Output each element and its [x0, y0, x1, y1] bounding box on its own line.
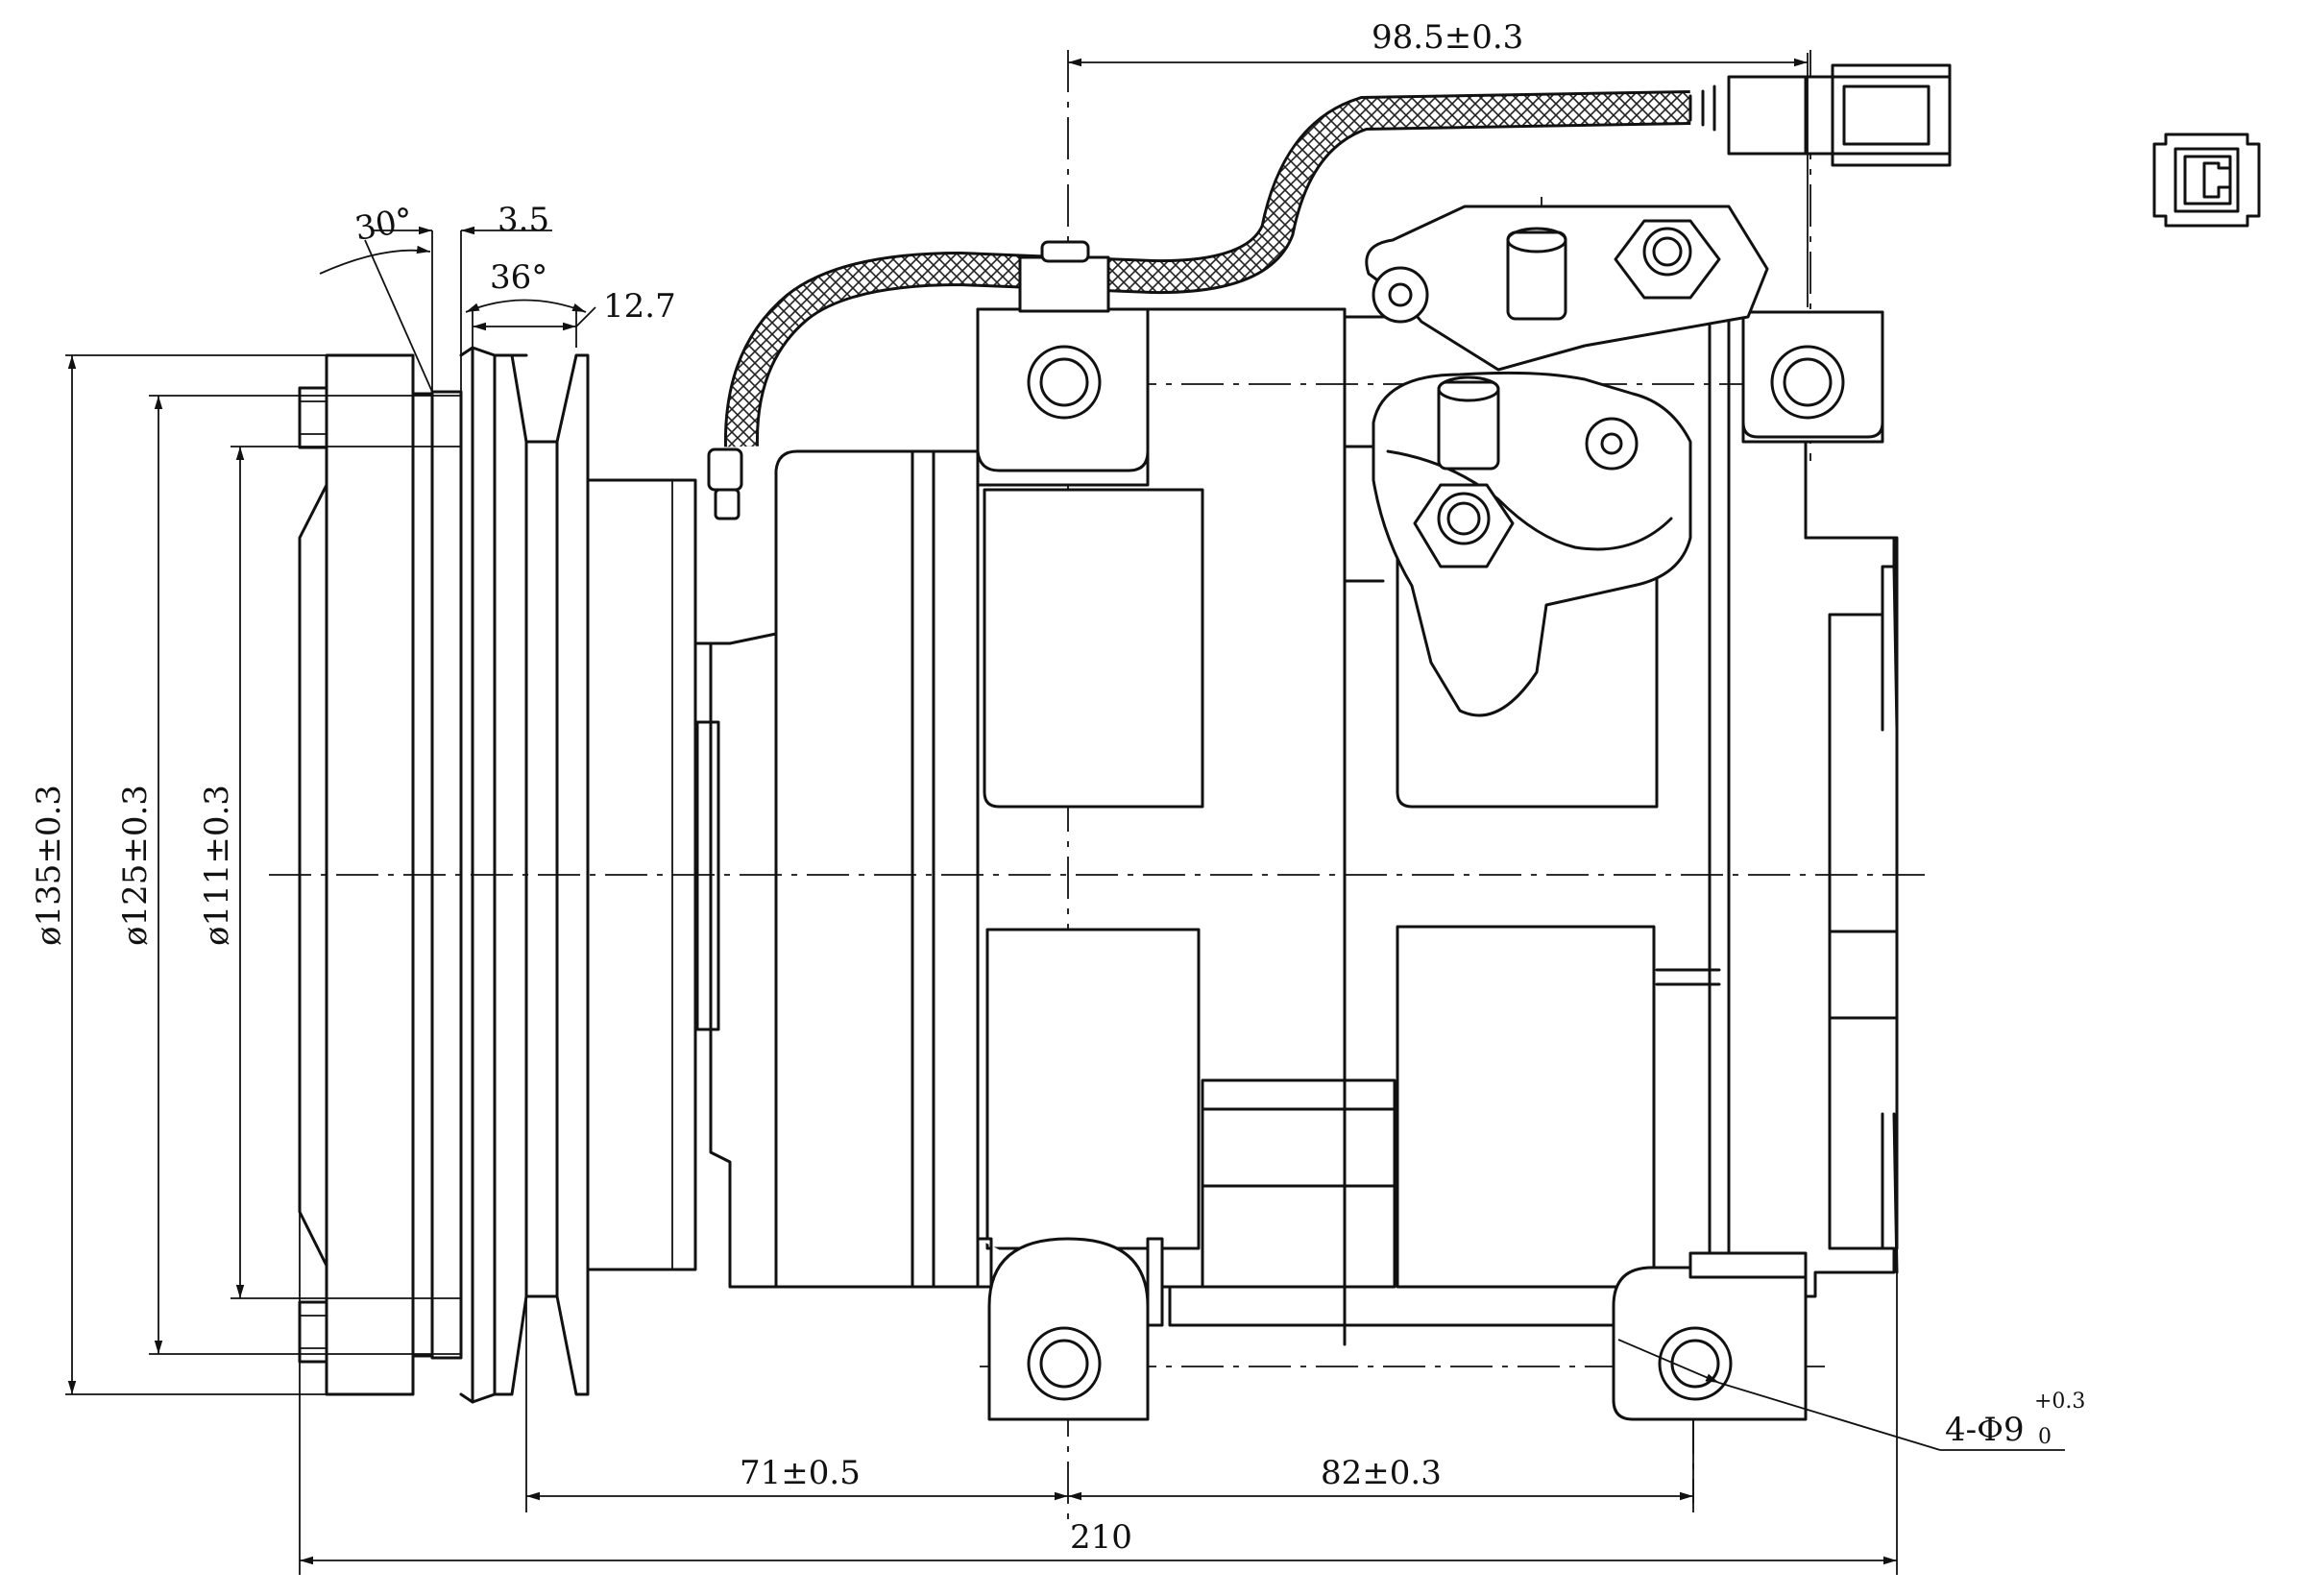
dim-groove-angle: 36° — [490, 258, 547, 297]
dim-connector-offset: 98.5±0.3 — [1372, 18, 1523, 57]
dim-diameter-mid: ø125±0.3 — [116, 785, 155, 946]
pulley-icon — [298, 346, 697, 1404]
dim-diameter-outer: ø135±0.3 — [30, 785, 68, 946]
dim-angle-outer: 30° — [352, 201, 416, 249]
harness-cable-icon — [707, 63, 1952, 520]
dim-mount-holes-tol-lower: 0 — [2038, 1425, 2052, 1449]
dim-hole-spacing-left: 71±0.5 — [740, 1454, 861, 1492]
dim-overall-length: 210 — [1070, 1518, 1132, 1557]
dim-mount-holes-tol-upper: +0.3 — [2034, 1390, 2085, 1414]
compressor-body — [695, 307, 1899, 1346]
connector-front-icon — [2152, 133, 2261, 228]
dim-groove-offset: 3.5 — [498, 201, 549, 239]
dim-mount-holes: 4-Φ9 — [1945, 1411, 2025, 1449]
service-ports — [1343, 205, 1769, 717]
dimension-lines — [65, 53, 2065, 1575]
hex-nut-icon — [1413, 483, 1515, 568]
dim-diameter-inner: ø111±0.3 — [198, 785, 236, 946]
dimension-labels: 98.5±0.3 30° 3.5 36° 12.7 ø135±0.3 ø125±… — [30, 18, 2085, 1557]
dim-hole-spacing-right: 82±0.3 — [1321, 1454, 1442, 1492]
dim-groove-width: 12.7 — [603, 287, 676, 326]
hex-nut-icon — [1614, 219, 1721, 300]
